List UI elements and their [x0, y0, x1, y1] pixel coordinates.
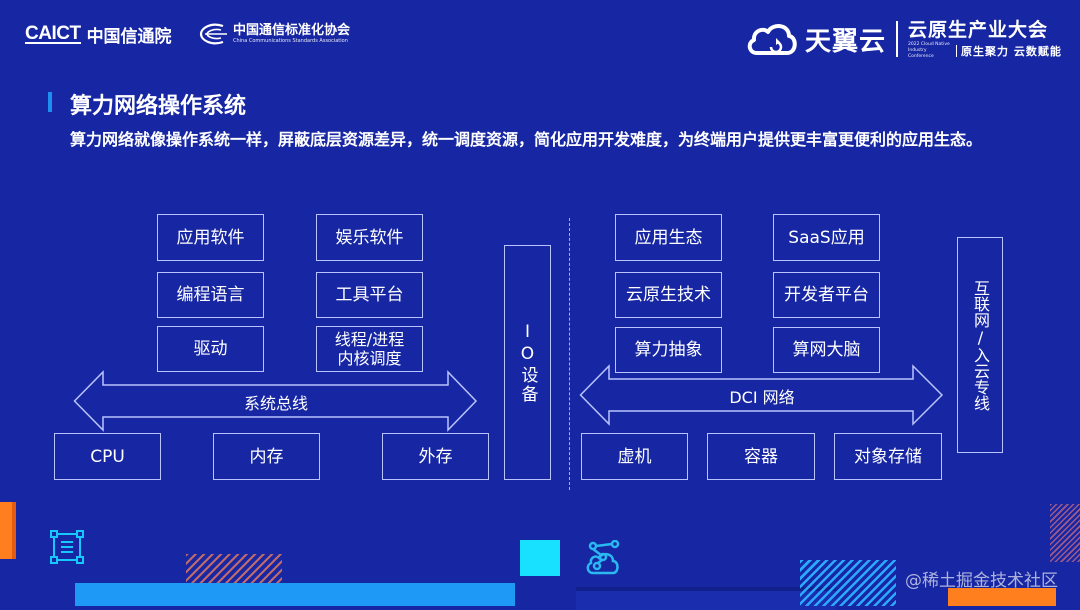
box-app-software: 应用软件	[157, 214, 264, 261]
tianyi-cloud-icon	[747, 24, 797, 55]
box-programming-language: 编程语言	[157, 272, 264, 318]
scheduler-line-1: 线程/进程	[334, 330, 405, 349]
conference-separator	[956, 45, 958, 57]
ccsa-emblem-icon	[199, 23, 227, 45]
cyan-accent-block	[520, 540, 560, 576]
box-entertainment-software: 娱乐软件	[316, 214, 423, 261]
watermark: @稀土掘金技术社区	[905, 571, 1058, 591]
logo-separator	[896, 21, 899, 57]
conference-title: 云原生产业大会	[908, 19, 1049, 41]
diagram-divider	[569, 218, 570, 490]
box-compute-abstraction: 算力抽象	[615, 327, 722, 373]
box-saas-app: SaaS应用	[773, 214, 880, 261]
cloud-network-icon	[586, 540, 620, 575]
scheduler-line-2: 内核调度	[337, 349, 402, 368]
orange-footer-block	[948, 588, 1056, 606]
ccsa-english-name: China Communications Standards Associati…	[233, 38, 348, 44]
box-object-storage: 对象存储	[834, 433, 942, 480]
box-external-storage: 外存	[382, 433, 489, 480]
dci-network-label: DCI 网络	[729, 388, 795, 407]
slide-description: 算力网络就像操作系统一样，屏蔽底层资源差异，统一调度资源，简化应用开发难度，为终…	[70, 130, 983, 149]
box-driver: 驱动	[157, 326, 264, 372]
system-bus-label: 系统总线	[243, 394, 308, 413]
box-cpu: CPU	[54, 433, 161, 480]
caict-mark: CAICT	[25, 23, 81, 44]
box-developer-platform: 开发者平台	[773, 272, 880, 318]
pink-hatch-pattern	[1050, 504, 1080, 562]
conference-english: 2022 Cloud Native Industry Conference	[908, 42, 950, 59]
box-cloud-native-tech: 云原生技术	[615, 272, 722, 318]
orange-accent-block	[0, 502, 16, 559]
box-virtual-machine: 虚机	[581, 433, 688, 480]
box-io-device: IO设备	[504, 245, 551, 480]
tianyi-cloud-logo: 天翼云 云原生产业大会 2022 Cloud Native Industry C…	[745, 18, 1062, 60]
blue-footer-bar	[75, 583, 515, 606]
title-accent-bar	[48, 92, 52, 112]
ccsa-logo: 中国通信标准化协会 China Communications Standards…	[197, 22, 350, 46]
frame-document-icon	[50, 530, 84, 564]
box-memory: 内存	[213, 433, 320, 480]
caict-name: 中国信通院	[86, 27, 172, 47]
slide-title: 算力网络操作系统	[70, 94, 247, 119]
box-kernel-scheduling: 线程/进程 内核调度	[316, 326, 423, 372]
box-internet-cloud-line: 互联网/入云专线	[957, 237, 1003, 453]
tianyi-name: 天翼云	[805, 26, 887, 57]
caict-logo: CAICT 中国信通院	[25, 22, 172, 47]
ccsa-name: 中国通信标准化协会	[233, 23, 351, 38]
orange-hatch-pattern	[186, 554, 282, 584]
conference-slogan: 原生聚力 云数赋能	[961, 45, 1062, 58]
system-bus-arrow	[73, 370, 478, 432]
box-container: 容器	[707, 433, 815, 480]
box-network-brain: 算网大脑	[773, 327, 880, 373]
dci-network-arrow	[579, 364, 944, 426]
box-app-ecosystem: 应用生态	[615, 214, 722, 261]
navy-footer-bar	[576, 587, 836, 610]
box-tool-platform: 工具平台	[316, 272, 423, 318]
blue-hatch-pattern	[800, 560, 896, 606]
